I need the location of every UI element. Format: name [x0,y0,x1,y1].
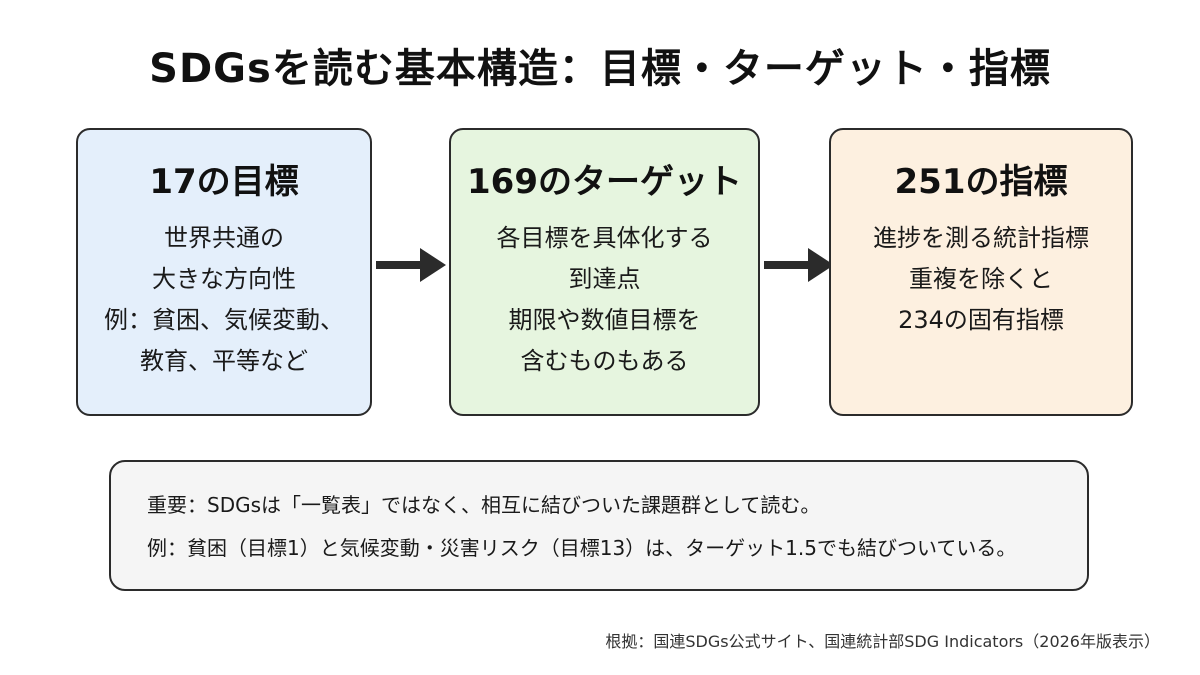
diagram-title: SDGsを読む基本構造：目標・ターゲット・指標 [149,46,1051,92]
targets-line: 期限や数値目標を [508,306,701,334]
indicators-line: 進捗を測る統計指標 [873,224,1089,252]
goals-line: 世界共通の [164,224,284,252]
indicators-box: 251の指標 進捗を測る統計指標 重複を除くと 234の固有指標 [829,128,1133,416]
right-arrow-icon [376,248,446,282]
note-line-important: 重要：SDGsは「一覧表」ではなく、相互に結びついた課題群として読む。 [147,493,821,517]
targets-line: 各目標を具体化する [496,224,713,252]
goals-line: 大きな方向性 [152,265,296,293]
targets-line: 到達点 [568,265,641,293]
goals-line: 例：貧困、気候変動、 [104,306,344,334]
source-citation: 根拠：国連SDGs公式サイト、国連統計部SDG Indicators（2026年… [605,632,1160,651]
goals-box: 17の目標 世界共通の 大きな方向性 例：貧困、気候変動、 教育、平等など [76,128,372,416]
targets-box: 169のターゲット 各目標を具体化する 到達点 期限や数値目標を 含むものもある [449,128,760,416]
indicators-line: 234の固有指標 [898,306,1064,334]
indicators-line: 重複を除くと [909,265,1053,293]
indicators-heading: 251の指標 [894,162,1068,202]
targets-line: 含むものもある [520,347,689,375]
note-line-example: 例：貧困（目標1）と気候変動・災害リスク（目標13）は、ターゲット1.5でも結び… [147,536,1017,560]
goals-heading: 17の目標 [149,162,299,202]
goals-line: 教育、平等など [140,347,308,375]
key-point-note: 重要：SDGsは「一覧表」ではなく、相互に結びついた課題群として読む。 例：貧困… [109,460,1089,591]
targets-heading: 169のターゲット [467,162,742,202]
right-arrow-icon [764,248,834,282]
